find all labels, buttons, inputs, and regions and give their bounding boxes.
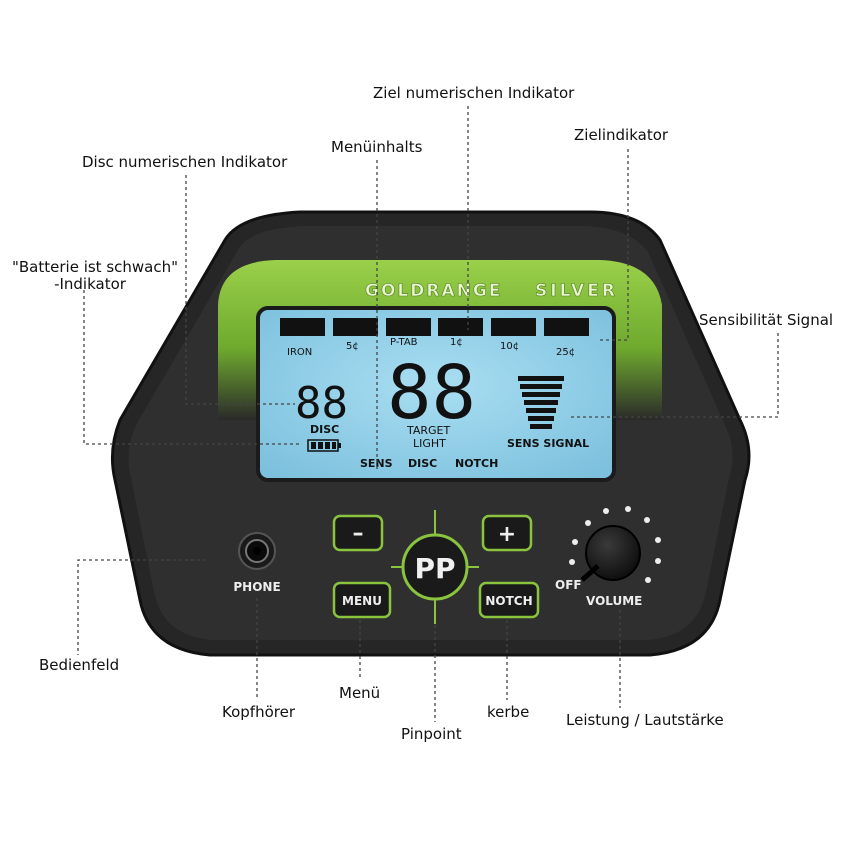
disc-digits: 88	[295, 378, 348, 429]
callout-target-numeric: Ziel numerischen Indikator	[373, 84, 575, 102]
cat-ptab: P-TAB	[390, 337, 418, 348]
callout-sens-signal: Sensibilität Signal	[699, 311, 834, 329]
brand-logo: GOLDRANGE	[365, 281, 502, 301]
brand-model: SILVER	[535, 281, 618, 301]
callout-target-indicator: Zielindikator	[574, 126, 669, 144]
svg-text:PP: PP	[414, 552, 455, 585]
menu-item-disc: DISC	[408, 457, 437, 470]
sens-signal-label: SENS SIGNAL	[507, 437, 589, 450]
disc-label: DISC	[310, 423, 339, 436]
callout-headphone: Kopfhörer	[222, 703, 295, 721]
cat-1c: 1¢	[450, 337, 463, 348]
target-label-2: LIGHT	[413, 437, 446, 450]
volume-dots	[569, 506, 661, 583]
callout-control-panel: Bedienfeld	[39, 656, 120, 674]
callout-notch: kerbe	[487, 703, 530, 721]
callout-power-volume: Leistung / Lautstärke	[566, 711, 724, 729]
notch-button[interactable]: NOTCH	[478, 581, 540, 619]
menu-item-notch: NOTCH	[455, 457, 498, 470]
menu-item-sens: SENS	[360, 457, 393, 470]
callout-pinpoint: Pinpoint	[401, 725, 462, 743]
cat-25c: 25¢	[556, 347, 575, 358]
target-label-1: TARGET	[406, 424, 451, 437]
volume-knob[interactable]	[580, 525, 641, 582]
target-digits: 88	[387, 350, 476, 436]
svg-text:NOTCH: NOTCH	[485, 594, 532, 608]
volume-label: VOLUME	[586, 594, 642, 608]
target-indicator-bars	[280, 318, 589, 336]
cat-iron: IRON	[287, 347, 312, 358]
callout-lines	[77, 106, 779, 722]
cat-5c: 5¢	[346, 341, 359, 352]
callout-menu-content: Menüinhalts	[331, 138, 423, 156]
cat-10c: 10¢	[500, 341, 519, 352]
svg-text:+: +	[498, 522, 516, 547]
lcd-screen	[256, 306, 616, 482]
minus-button[interactable]: –	[332, 514, 384, 552]
sens-signal-bars	[518, 376, 564, 429]
pinpoint-button[interactable]: PP	[391, 510, 479, 624]
callout-disc-numeric: Disc numerischen Indikator	[82, 153, 288, 171]
svg-text:–: –	[353, 521, 364, 546]
phone-label: PHONE	[233, 580, 280, 594]
plus-button[interactable]: +	[481, 514, 533, 552]
off-label: OFF	[555, 578, 582, 592]
callout-menu: Menü	[339, 684, 381, 702]
callout-battery-low-1: "Batterie ist schwach"	[11, 258, 179, 276]
battery-icon	[307, 439, 341, 452]
callout-battery-low-2: -Indikator	[54, 275, 126, 293]
svg-text:MENU: MENU	[342, 594, 382, 608]
headphone-jack[interactable]	[238, 532, 276, 570]
menu-button[interactable]: MENU	[332, 581, 392, 619]
